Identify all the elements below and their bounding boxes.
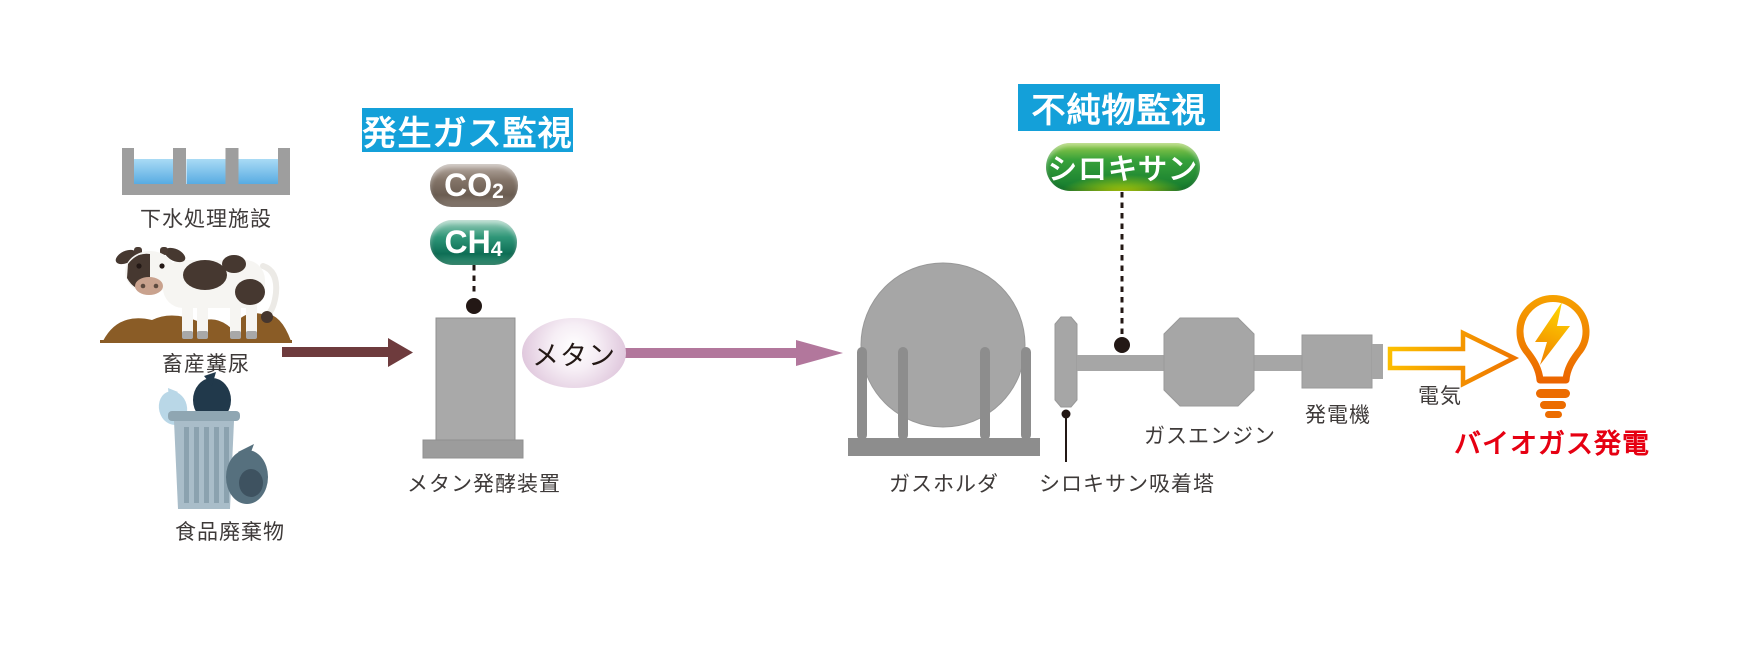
food-waste-icon (158, 372, 268, 509)
electricity-label: 電気 (1418, 385, 1462, 408)
feed-arrow (282, 338, 413, 367)
gas-holder (848, 262, 1040, 456)
sewage-plant-label: 下水処理施設 (140, 208, 272, 231)
methane-bubble: メタン (522, 318, 626, 388)
siloxane-badge: シロキサン (1046, 143, 1200, 191)
generation-gas-monitor-title: 発生ガス監視 (362, 108, 573, 153)
generation-monitor-connector (466, 265, 482, 314)
tower-label-pointer (1061, 409, 1071, 462)
generator (1301, 334, 1383, 389)
electricity-arrow (1387, 329, 1520, 388)
pipe-engine-to-generator (1254, 355, 1302, 371)
generator-label: 発電機 (1305, 404, 1371, 427)
cow-manure-icon (100, 247, 292, 343)
light-bulb-icon (1516, 294, 1590, 418)
co2-formula: CO (444, 167, 493, 203)
livestock-manure-label: 畜産糞尿 (162, 353, 250, 376)
siloxane-adsorption-tower (1054, 316, 1078, 408)
methane-arrow (622, 340, 843, 366)
adsorption-tower-label: シロキサン吸着塔 (1039, 473, 1215, 496)
co2-subscript: 2 (492, 180, 504, 203)
ch4-formula: CH (444, 224, 491, 260)
methane-fermenter-label: メタン発酵装置 (407, 473, 561, 496)
pipe-tower-to-engine (1077, 355, 1167, 371)
gas-engine (1163, 317, 1255, 407)
impurity-monitor-title: 不純物監視 (1018, 84, 1220, 131)
biogas-power-label: バイオガス発電 (1454, 429, 1650, 459)
impurity-monitor-connector (1114, 192, 1130, 353)
sewage-plant-icon (122, 148, 290, 195)
gas-engine-label: ガスエンジン (1144, 425, 1276, 448)
lightning-bolt-icon (1535, 302, 1570, 365)
methane-fermenter (422, 317, 524, 459)
ch4-subscript: 4 (490, 238, 503, 261)
food-waste-label: 食品廃棄物 (175, 521, 285, 544)
gas-holder-label: ガスホルダ (889, 473, 999, 496)
